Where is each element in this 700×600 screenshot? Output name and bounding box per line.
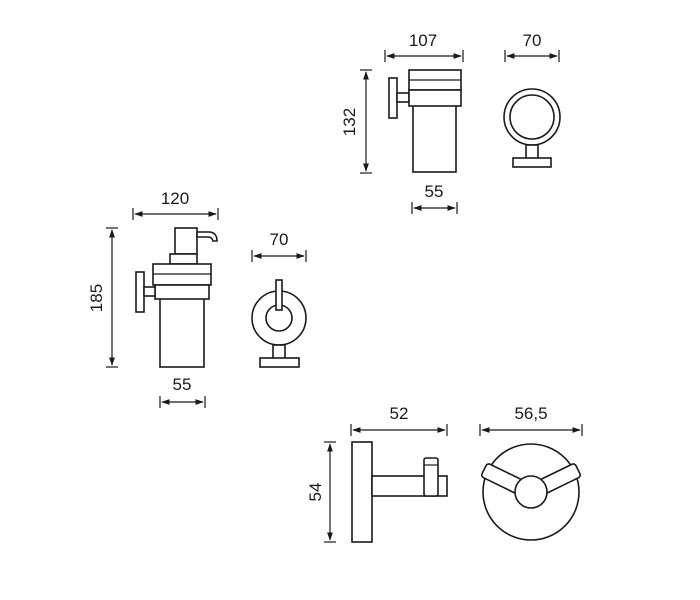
tumbler-holder-front-view bbox=[388, 69, 462, 173]
tumbler-height-label: 132 bbox=[340, 108, 359, 136]
tumbler-side-inner-ring bbox=[509, 94, 555, 140]
tumbler-glass-rim bbox=[408, 89, 462, 107]
dispenser-neck bbox=[169, 253, 198, 265]
hook-width-label: 52 bbox=[390, 404, 409, 423]
tumbler-holder-side-view bbox=[503, 88, 561, 168]
tumbler-depth-dimension: 55 bbox=[411, 182, 458, 214]
dispenser-arm bbox=[143, 286, 156, 297]
tumbler-side-width-label: 70 bbox=[523, 31, 542, 50]
tumbler-width-dimension: 107 bbox=[384, 31, 464, 62]
tumbler-width-label: 107 bbox=[409, 31, 437, 50]
tumbler-side-base bbox=[512, 157, 552, 168]
hook-side-center-knob bbox=[514, 475, 548, 509]
dispenser-height-label: 185 bbox=[87, 284, 106, 312]
dispenser-depth-label: 55 bbox=[173, 375, 192, 394]
hook-height-dimension: 54 bbox=[306, 441, 336, 543]
soap-dispenser-side-view bbox=[251, 279, 307, 368]
double-hook-front-view bbox=[351, 441, 448, 543]
hook-post bbox=[423, 457, 439, 497]
hook-wall-plate bbox=[351, 441, 373, 543]
hook-side-width-label: 56,5 bbox=[514, 404, 547, 423]
dispenser-wall-plate bbox=[135, 271, 145, 313]
tumbler-height-dimension: 132 bbox=[340, 69, 372, 174]
tumbler-side-width-dimension: 70 bbox=[504, 31, 560, 62]
dispenser-width-dimension: 120 bbox=[132, 189, 219, 220]
hook-height-label: 54 bbox=[306, 483, 325, 502]
dispenser-bottle-collar bbox=[154, 284, 210, 300]
dispenser-height-dimension: 185 bbox=[87, 227, 118, 368]
double-hook-side-view bbox=[480, 443, 582, 541]
soap-dispenser-front-view bbox=[135, 227, 218, 368]
tumbler-side-stem bbox=[525, 144, 539, 160]
tumbler-depth-label: 55 bbox=[425, 182, 444, 201]
tumbler-wall-plate bbox=[388, 77, 398, 119]
dispenser-depth-dimension: 55 bbox=[159, 375, 206, 408]
tumbler-arm bbox=[396, 92, 410, 103]
dispenser-nozzle bbox=[196, 231, 218, 242]
dispenser-side-width-label: 70 bbox=[270, 230, 289, 249]
hook-width-dimension: 52 bbox=[350, 404, 448, 436]
dispenser-side-base bbox=[259, 357, 300, 368]
dispenser-pump-head bbox=[174, 227, 198, 255]
dispenser-side-pump-tube bbox=[275, 279, 283, 311]
dispenser-width-label: 120 bbox=[161, 189, 189, 208]
dispenser-side-width-dimension: 70 bbox=[251, 230, 307, 262]
hook-side-width-dimension: 56,5 bbox=[479, 404, 583, 436]
